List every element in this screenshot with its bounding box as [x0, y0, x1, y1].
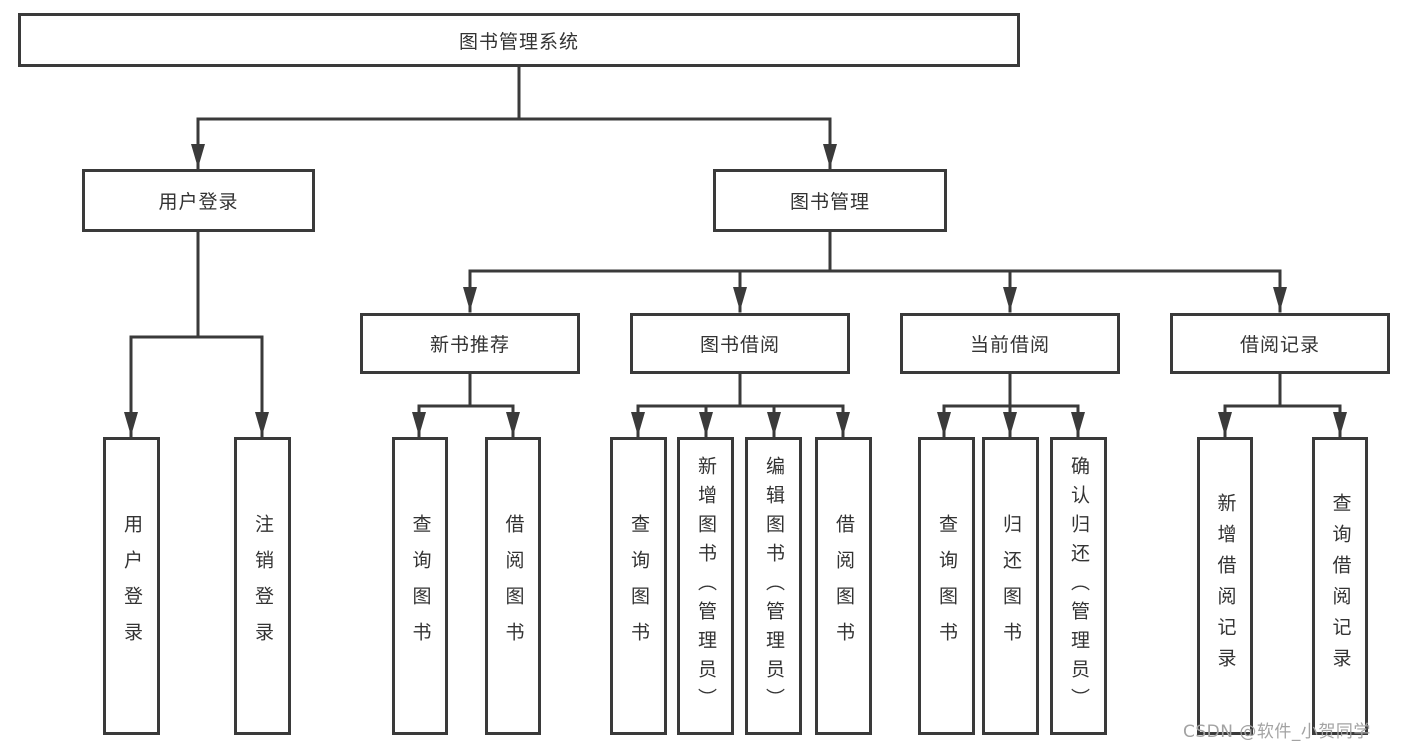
leaf-current-query-book: 查询图书	[918, 437, 975, 735]
node-root-label: 图书管理系统	[458, 30, 579, 53]
leaf-recommend-query-book-label: 查询图书	[409, 514, 432, 658]
node-user-login: 用户登录	[82, 169, 315, 232]
node-new-book-recommend-label: 新书推荐	[429, 334, 510, 356]
leaf-borrow-add-book-label: 新增图书（管理员）	[695, 455, 717, 717]
leaf-recommend-borrow-book: 借阅图书	[485, 437, 541, 735]
node-borrow-record: 借阅记录	[1170, 313, 1390, 374]
leaf-logout-label: 注销登录	[252, 514, 274, 658]
leaf-user-login: 用户登录	[103, 437, 160, 735]
leaf-current-confirm-return: 确认归还（管理员）	[1050, 437, 1107, 735]
leaf-borrow-edit-book-label: 编辑图书（管理员）	[763, 455, 785, 717]
leaf-borrow-add-book: 新增图书（管理员）	[677, 437, 734, 735]
leaf-current-confirm-return-label: 确认归还（管理员）	[1068, 455, 1090, 717]
leaf-borrow-edit-book: 编辑图书（管理员）	[745, 437, 802, 735]
csdn-watermark: CSDN @软件_小贺同学	[1183, 722, 1371, 742]
node-book-management: 图书管理	[713, 169, 947, 232]
leaf-record-add-label: 新增借阅记录	[1214, 493, 1237, 679]
leaf-recommend-borrow-book-label: 借阅图书	[502, 514, 525, 658]
node-book-management-label: 图书管理	[789, 191, 870, 213]
leaf-borrow-query-book: 查询图书	[610, 437, 667, 735]
node-new-book-recommend: 新书推荐	[360, 313, 580, 374]
leaf-borrow-query-book-label: 查询图书	[628, 514, 650, 658]
leaf-current-query-book-label: 查询图书	[936, 514, 958, 658]
leaf-current-return-book-label: 归还图书	[1000, 514, 1022, 658]
node-root: 图书管理系统	[18, 13, 1020, 67]
leaf-record-add: 新增借阅记录	[1197, 437, 1253, 735]
node-book-borrow-label: 图书借阅	[699, 334, 780, 356]
leaf-user-login-label: 用户登录	[121, 514, 143, 658]
node-current-borrow: 当前借阅	[900, 313, 1120, 374]
leaf-recommend-query-book: 查询图书	[392, 437, 448, 735]
node-borrow-record-label: 借阅记录	[1239, 334, 1320, 356]
leaf-borrow-borrow-book: 借阅图书	[815, 437, 872, 735]
leaf-record-query: 查询借阅记录	[1312, 437, 1368, 735]
leaf-record-query-label: 查询借阅记录	[1329, 493, 1352, 679]
node-current-borrow-label: 当前借阅	[969, 334, 1050, 356]
leaf-borrow-borrow-book-label: 借阅图书	[833, 514, 855, 658]
leaf-current-return-book: 归还图书	[982, 437, 1039, 735]
leaf-logout: 注销登录	[234, 437, 291, 735]
node-user-login-label: 用户登录	[158, 191, 239, 213]
node-book-borrow: 图书借阅	[630, 313, 850, 374]
